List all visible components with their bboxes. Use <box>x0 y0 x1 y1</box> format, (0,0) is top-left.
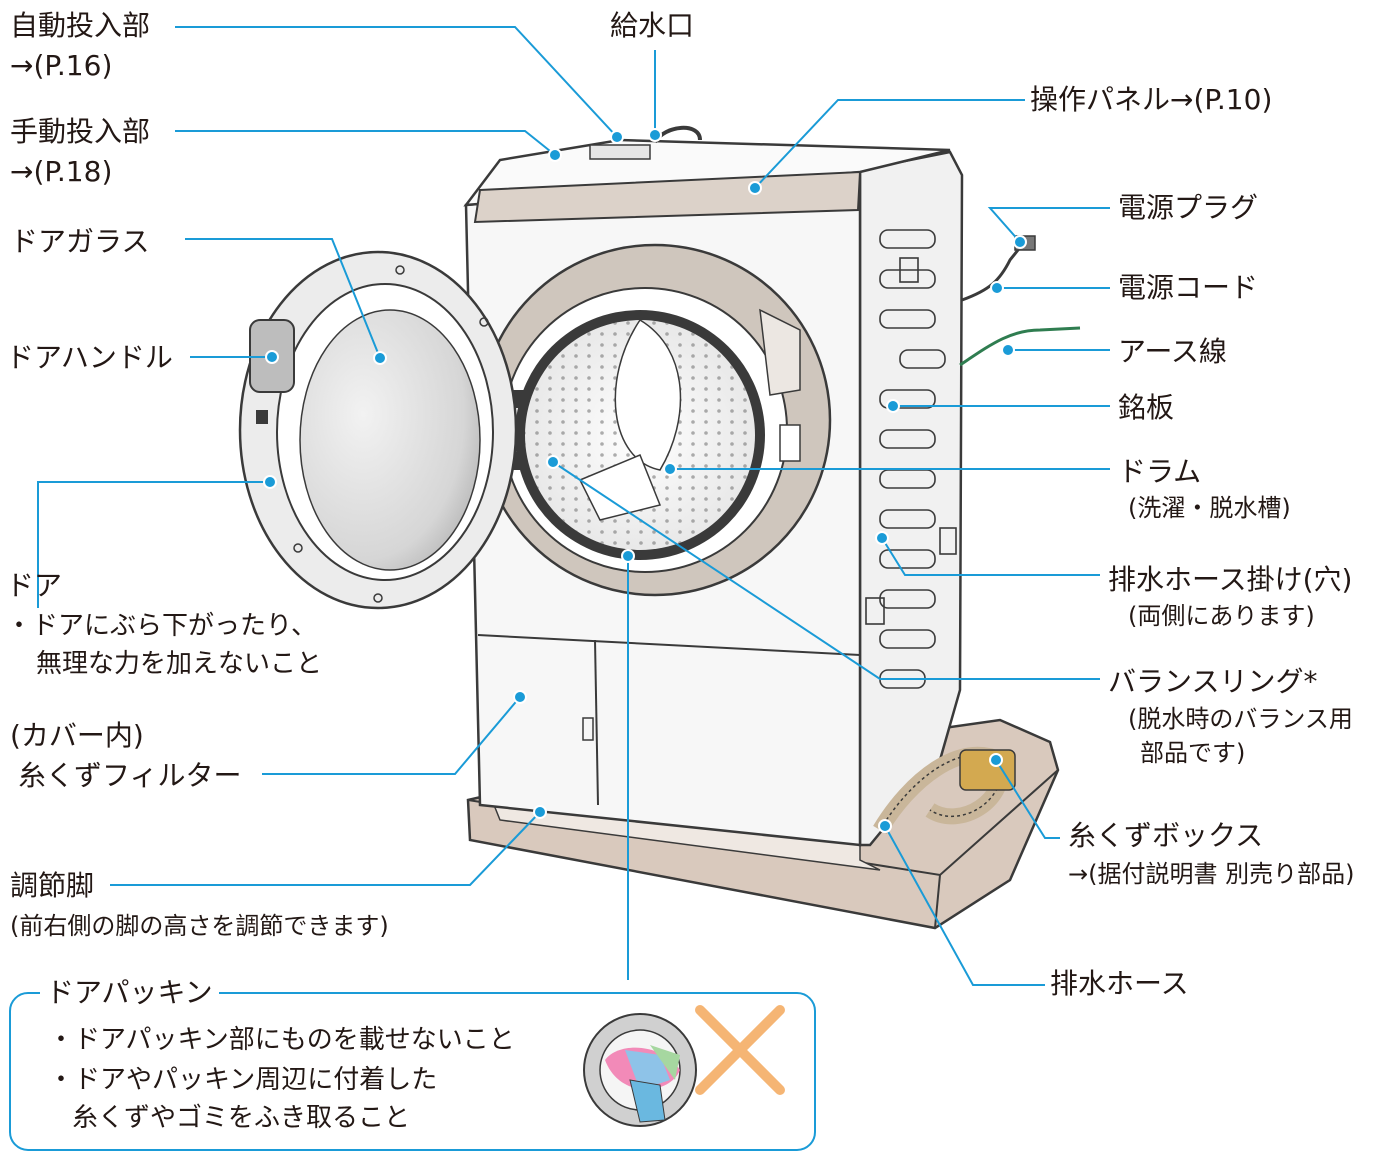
label-lint-box-ref: →(据付説明書 別売り部品) <box>1068 860 1355 888</box>
leader-packing-dot <box>621 549 635 563</box>
label-manual-dispenser: 手動投入部 <box>10 115 151 148</box>
label-auto-dispenser-ref: →(P.16) <box>10 49 113 82</box>
leader-leg <box>110 811 541 886</box>
leader-control-panel-dot <box>748 181 762 195</box>
leader-door-glass <box>185 238 381 359</box>
leader-manual-dispenser <box>175 130 556 156</box>
label-hose-hook: 排水ホース掛け(穴) <box>1108 563 1353 596</box>
label-control-panel: 操作パネル→(P.10) <box>1030 83 1273 116</box>
door-note-2: 無理な力を加えないこと <box>36 649 323 679</box>
leader-hose-hook <box>881 537 1100 576</box>
leader-nameplate-dot <box>886 399 900 413</box>
leader-drain-hose <box>884 825 1045 986</box>
label-ground-wire: アース線 <box>1118 335 1227 368</box>
door <box>238 250 518 610</box>
cords <box>959 235 1081 367</box>
packing-callout-box <box>9 992 816 1151</box>
leader-manual-dispenser-dot <box>548 148 562 162</box>
leader-filter <box>262 696 521 775</box>
leader-balance-ring-dot <box>546 455 560 469</box>
label-drain-hose: 排水ホース <box>1050 967 1189 1000</box>
label-balance-ring: バランスリング* <box>1108 665 1318 698</box>
leader-control-panel <box>754 99 1025 189</box>
label-door: ドア <box>6 569 63 602</box>
packing-note-3: 糸くずやゴミをふき取ること <box>72 1103 411 1133</box>
leader-lines <box>37 26 1110 986</box>
label-power-cord: 電源コード <box>1118 271 1259 304</box>
leader-door <box>37 481 270 608</box>
leader-door-dot <box>263 475 277 489</box>
label-nameplate: 銘板 <box>1118 391 1175 424</box>
leader-door-glass-dot <box>373 351 387 365</box>
packing-note-2: ・ドアやパッキン周辺に付着した <box>48 1065 438 1095</box>
door-note-1: ・ドアにぶら下がったり、 <box>6 611 317 641</box>
leader-drum-dot <box>663 462 677 476</box>
label-leg: 調節脚 <box>10 869 95 902</box>
leader-ground-wire-dot <box>1001 343 1015 357</box>
label-hose-hook-sub: (両側にあります) <box>1128 602 1315 630</box>
leader-lint-box-dot <box>989 753 1003 767</box>
leader-lint-box <box>995 759 1060 839</box>
cabinet-side <box>858 150 964 847</box>
label-power-plug: 電源プラグ <box>1118 191 1259 224</box>
leader-auto-dispenser-dot <box>610 130 624 144</box>
leader-door-handle-dot <box>265 350 279 364</box>
packing-illustration <box>583 1005 785 1127</box>
label-auto-dispenser: 自動投入部 <box>10 9 151 42</box>
label-door-glass: ドアガラス <box>10 225 150 258</box>
label-water-inlet: 給水口 <box>610 9 695 42</box>
label-balance-ring-sub2: 部品です) <box>1140 739 1246 767</box>
label-filter: 糸くずフィルター <box>18 759 242 792</box>
leader-dots <box>263 128 1027 833</box>
label-drum: ドラム <box>1118 455 1202 488</box>
packing-box-title: ドアパッキン <box>40 975 219 1011</box>
label-door-handle: ドアハンドル <box>6 341 173 374</box>
leader-power-cord-dot <box>990 281 1004 295</box>
leader-drain-hose-dot <box>878 819 892 833</box>
label-filter-sub: (カバー内) <box>10 719 144 752</box>
leader-power-plug <box>987 207 1110 243</box>
drum-opening <box>478 243 832 597</box>
label-lint-box: 糸くずボックス <box>1068 819 1264 852</box>
label-manual-dispenser-ref: →(P.18) <box>10 155 113 188</box>
leader-leg-dot <box>533 805 547 819</box>
label-leg-sub: (前右側の脚の高さを調節できます) <box>10 912 389 940</box>
label-balance-ring-sub1: (脱水時のバランス用 <box>1128 705 1353 733</box>
leader-auto-dispenser <box>175 26 618 138</box>
leader-hose-hook-dot <box>875 531 889 545</box>
leader-filter-dot <box>513 690 527 704</box>
label-drum-sub: (洗濯・脱水槽) <box>1128 494 1291 522</box>
leader-water-inlet-dot <box>648 128 662 142</box>
packing-note-1: ・ドアパッキン部にものを載せないこと <box>48 1025 515 1055</box>
cabinet-top <box>463 125 951 224</box>
leader-balance-ring <box>552 461 1100 680</box>
leader-power-plug-dot <box>1013 235 1027 249</box>
